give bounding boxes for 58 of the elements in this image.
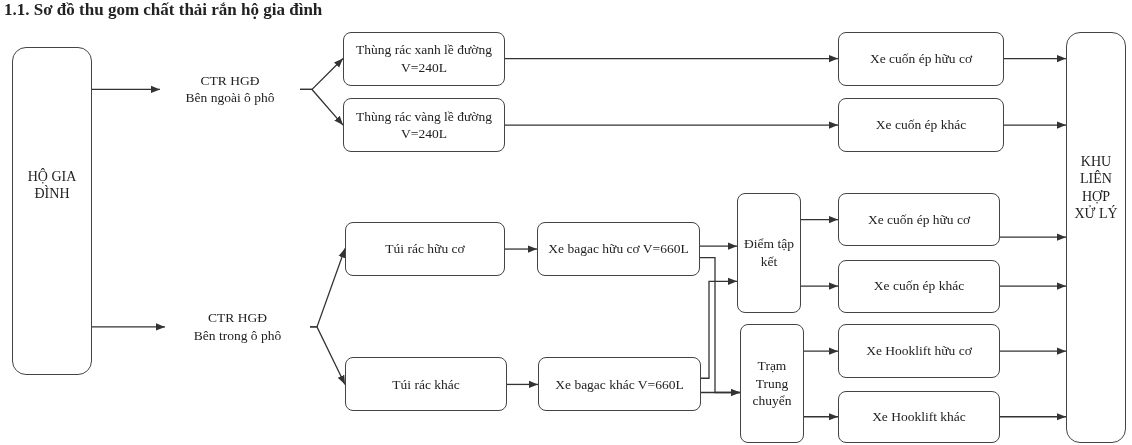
arrow [700, 277, 738, 379]
box-text: Xe cuốn ép khác [873, 277, 965, 295]
process-box [737, 193, 801, 313]
box-text: Xe cuốn ép hữu cơ [867, 210, 971, 229]
box-text: Trạm Trung chuyển [751, 357, 793, 410]
box-text: Điểm tập kết [743, 235, 795, 271]
arrow [803, 347, 839, 355]
arrow [1003, 54, 1067, 63]
branch-label: CTR HGĐ [208, 309, 267, 327]
diagram-title: 1.1. Sơ đồ thu gom chất thải rắn hộ gia đình [4, 0, 323, 20]
box-text: Túi rác hữu cơ [385, 239, 465, 258]
box-text: Thùng rác xanh lề đường V=240L [355, 41, 493, 77]
process-box [345, 221, 505, 276]
box-text: Xe cuốn ép khác [875, 116, 967, 134]
arrow [800, 282, 839, 290]
arrow [999, 282, 1067, 290]
box-text: HỘ GIA ĐÌNH [26, 167, 78, 203]
box-text: Xe Hooklift hữu cơ [866, 342, 972, 360]
process-box [838, 193, 1000, 247]
arrow [504, 54, 839, 63]
process-box [537, 222, 700, 276]
arrow [999, 347, 1067, 355]
arrow [700, 388, 741, 397]
arrow [309, 326, 346, 386]
box-text: Thùng rác vàng lề đường V=240L [355, 107, 493, 143]
branch-label: CTR HGĐ [200, 71, 260, 90]
arrow [299, 88, 344, 126]
arrow [91, 323, 166, 331]
branch-label: Bên trong ô phô [193, 326, 282, 345]
box-text: Túi rác khác [392, 375, 460, 394]
process-box [1066, 31, 1126, 443]
arrow [999, 233, 1067, 241]
branch-label: Bên ngoài ô phô [185, 89, 275, 107]
process-box [538, 357, 701, 412]
process-box [838, 390, 1000, 443]
arrow [91, 85, 161, 94]
process-box [345, 357, 507, 412]
process-box [838, 259, 1000, 313]
box-text: Xe cuốn ép hữu cơ [869, 49, 973, 68]
arrow [803, 413, 839, 421]
arrow [999, 413, 1067, 421]
process-box [838, 324, 1000, 379]
box-text: KHU LIÊN HỢP XỬ LÝ [1073, 152, 1119, 223]
process-box [343, 31, 505, 86]
arrow [504, 245, 538, 253]
box-text: Xe Hooklift khác [872, 407, 966, 426]
process-box [740, 324, 804, 443]
arrow [1003, 121, 1067, 129]
process-box [343, 98, 505, 153]
box-text: Xe bagac khác V=660L [555, 375, 684, 394]
box-text: Xe bagac hữu cơ V=660L [548, 240, 689, 258]
process-box [12, 46, 92, 376]
arrow [699, 242, 738, 250]
arrow [506, 380, 539, 389]
process-box [838, 98, 1004, 153]
process-box [838, 31, 1004, 86]
arrow [800, 215, 839, 224]
arrow [504, 121, 839, 129]
